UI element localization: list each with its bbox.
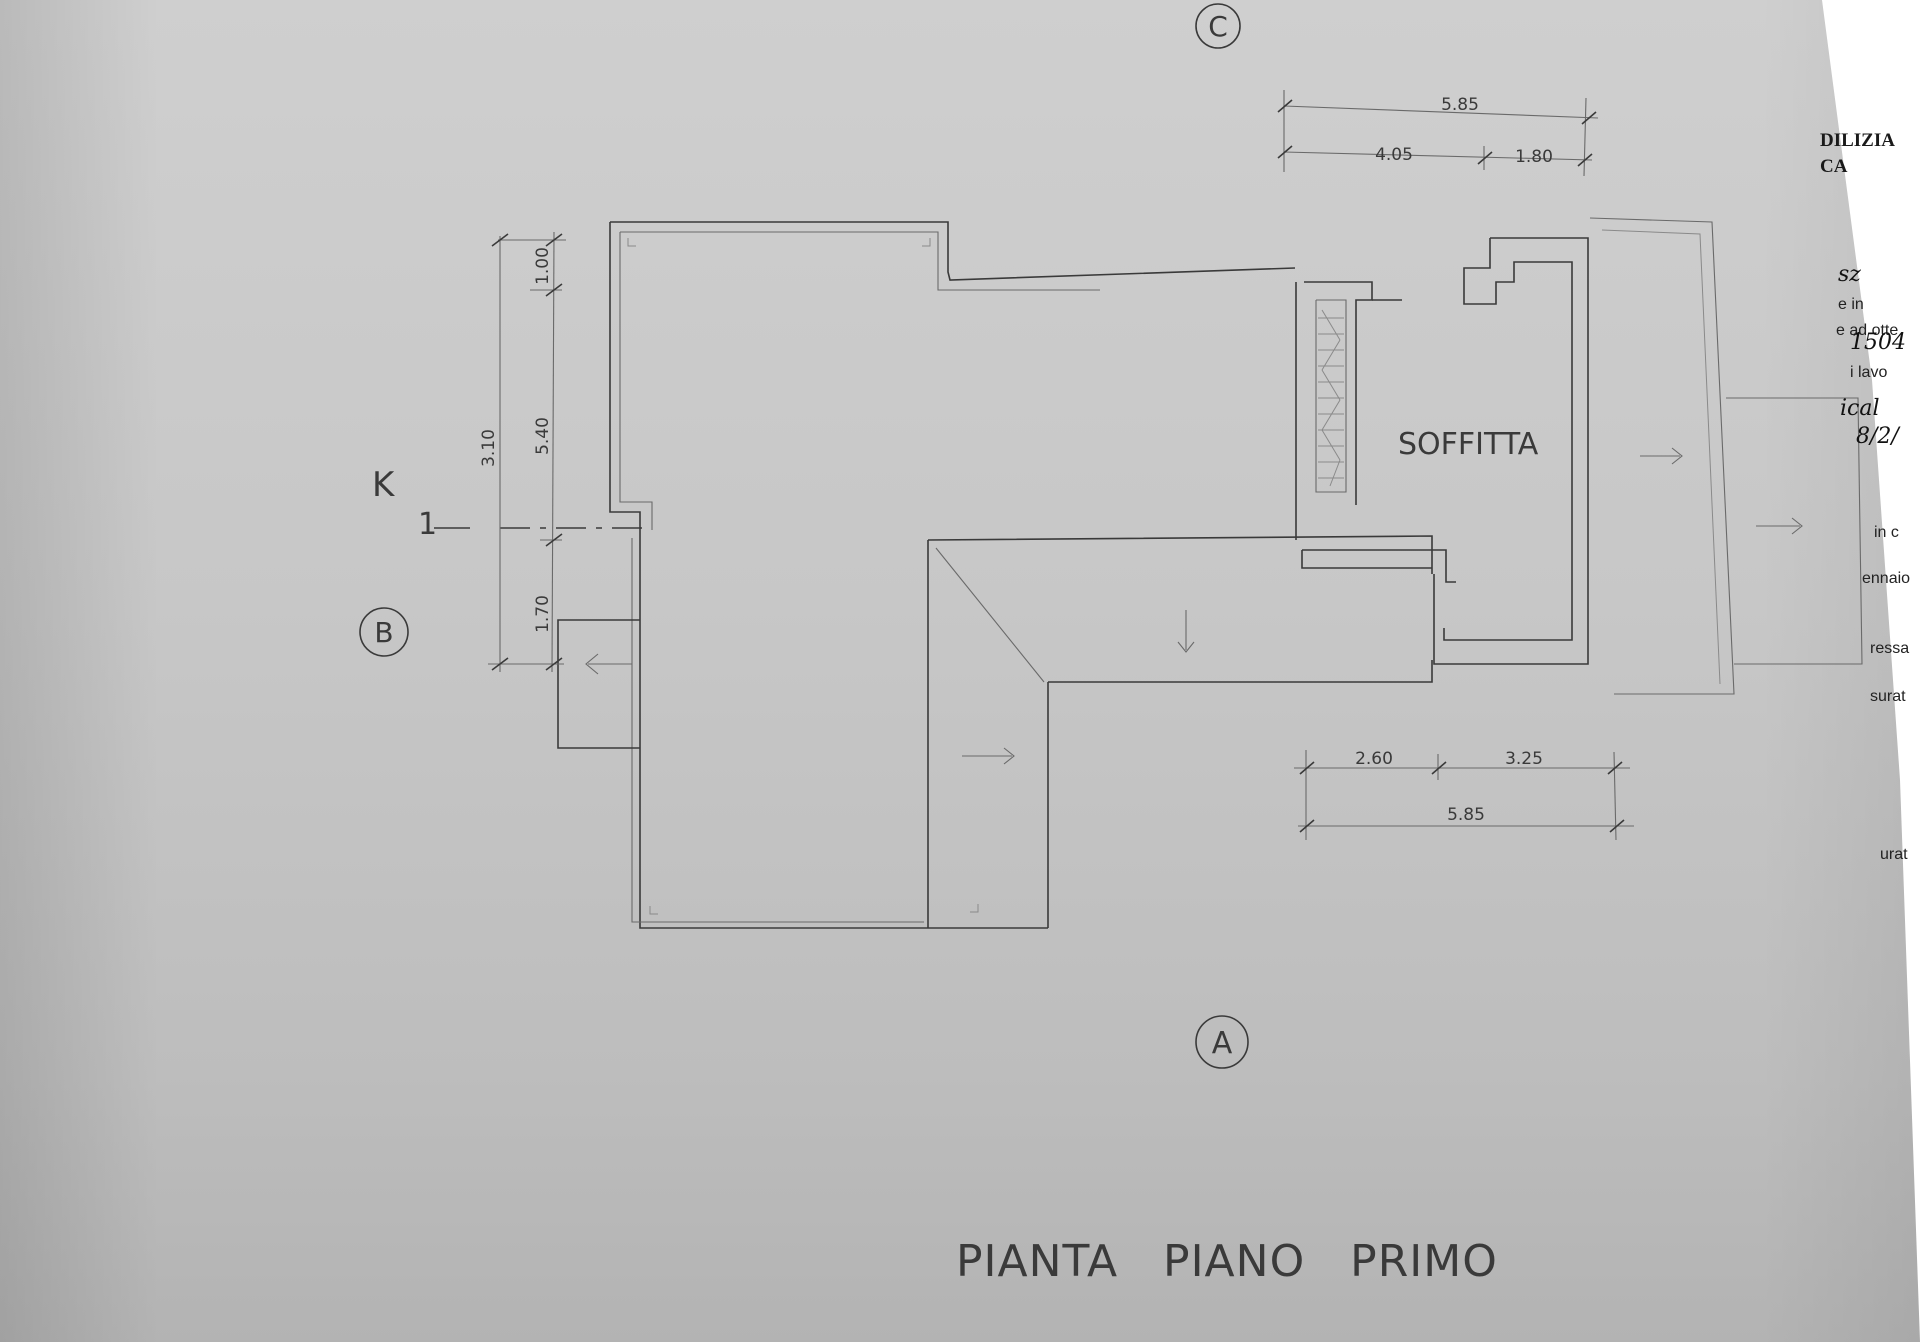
dim-left-outer: 3.10	[479, 429, 499, 467]
section-mark-k: K 1	[372, 465, 644, 542]
document-text-4: in c	[1874, 524, 1899, 541]
document-handwriting-4: 8/2/	[1856, 424, 1899, 449]
document-handwriting-3: ical	[1840, 396, 1880, 421]
document-text-1: e in	[1838, 296, 1864, 313]
staircase	[1318, 309, 1344, 487]
dim-left-mid: 5.40	[533, 417, 553, 455]
document-text-5: ennaio	[1862, 570, 1911, 587]
dim-bottom-left: 2.60	[1355, 749, 1393, 769]
dimension-left: 3.10 1.00 5.40 1.70	[479, 231, 566, 673]
document-header: DILIZIA CA	[1820, 128, 1895, 180]
left-balcony	[557, 619, 640, 749]
dim-left-low: 1.70	[533, 595, 553, 633]
document-text-6: ressa	[1870, 640, 1910, 657]
soffitta-room: SOFFITTA	[1295, 237, 1589, 665]
document-text-2: e ad otte	[1836, 322, 1899, 339]
section-mark-letter: K	[372, 465, 396, 505]
roof-slope-block	[927, 535, 1433, 929]
dimension-bottom: 2.60 3.25 5.85	[1294, 749, 1634, 841]
document-handwriting-1: sz	[1838, 262, 1861, 287]
document-text-8: urat	[1880, 846, 1908, 863]
document-header-line1: DILIZIA	[1820, 130, 1895, 151]
grid-mark-c-label: C	[1208, 10, 1228, 43]
room-label-soffitta: SOFFITTA	[1398, 427, 1539, 462]
main-block-walls	[609, 221, 1296, 929]
grid-mark-a: A	[1195, 1015, 1249, 1069]
dim-top-left: 4.05	[1375, 145, 1413, 165]
grid-mark-c: C	[1195, 3, 1241, 49]
dim-top-total: 5.85	[1441, 95, 1479, 115]
dimension-top: 5.85 4.05 1.80	[1277, 90, 1599, 177]
document-header-line2: CA	[1820, 156, 1848, 177]
dim-left-top: 1.00	[533, 247, 553, 285]
right-roof-block	[1589, 217, 1863, 695]
grid-mark-b: B	[359, 607, 409, 657]
dim-bottom-total: 5.85	[1447, 805, 1485, 825]
section-mark-number: 1	[418, 507, 437, 542]
document-text-3: i lavo	[1850, 364, 1888, 381]
dim-bottom-right: 3.25	[1505, 749, 1543, 769]
drawing-title: PIANTA PIANO PRIMO	[956, 1236, 1498, 1287]
dim-top-right: 1.80	[1515, 147, 1553, 167]
grid-mark-b-label: B	[374, 616, 393, 649]
grid-mark-a-label: A	[1212, 1026, 1233, 1061]
document-handwriting-2: 1504	[1850, 330, 1906, 355]
document-text-7: surat	[1870, 688, 1906, 705]
